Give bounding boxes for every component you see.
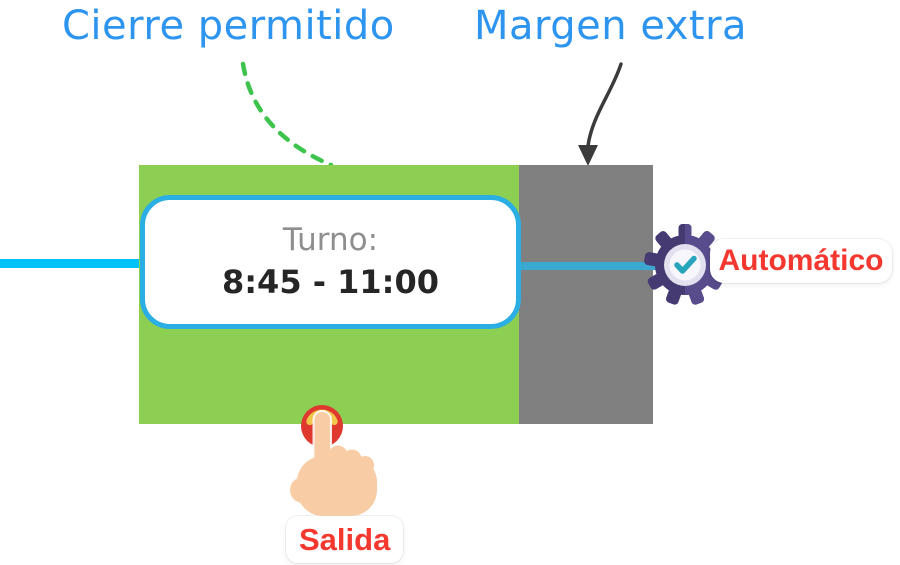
tap-hand-icon bbox=[290, 405, 377, 516]
shift-card: Turno: 8:45 - 11:00 bbox=[140, 195, 521, 329]
shift-card-time: 8:45 - 11:00 bbox=[221, 263, 439, 302]
exit-badge: Salida bbox=[286, 516, 404, 563]
check-icon bbox=[674, 255, 697, 274]
label-margen-extra: Margen extra bbox=[474, 3, 748, 49]
automatic-badge: Automático bbox=[710, 239, 892, 283]
timeline-line-right bbox=[521, 262, 657, 270]
black-curved-arrow bbox=[586, 62, 623, 148]
hand-shape bbox=[290, 410, 377, 516]
green-dashed-curve bbox=[240, 61, 334, 168]
extra-margin-zone bbox=[519, 165, 653, 424]
exit-badge-label: Salida bbox=[299, 521, 391, 557]
label-cierre-permitido: Cierre permitido bbox=[62, 3, 395, 49]
automatic-badge-label: Automático bbox=[718, 244, 884, 277]
black-arrow-head bbox=[578, 145, 598, 166]
shift-card-label: Turno: bbox=[282, 221, 379, 258]
timeline-line-left bbox=[0, 259, 141, 268]
